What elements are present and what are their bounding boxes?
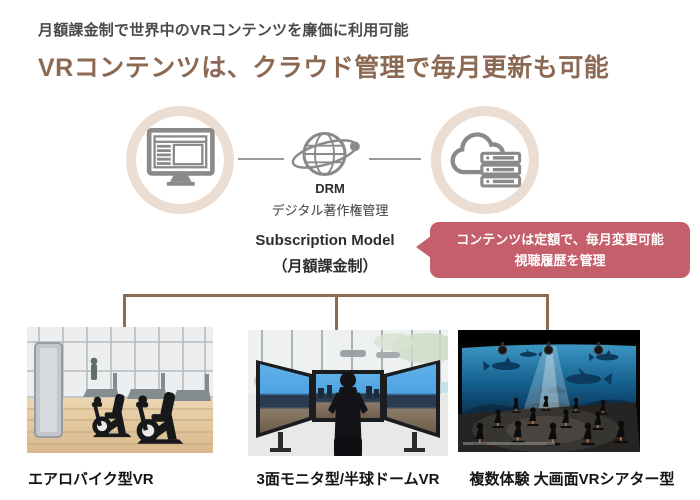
aerobike-vr-photo <box>27 327 213 453</box>
subscription-model-label: Subscription Model <box>255 232 395 249</box>
callout-line2: 視聴履歴を管理 <box>514 253 606 268</box>
callout-line1: コンテンツは定額で、毎月変更可能 <box>456 232 664 247</box>
callout-arrow <box>416 236 431 258</box>
triple-monitor-vr-photo <box>248 330 448 456</box>
subscription-model-sublabel: （月額課金制） <box>272 258 378 275</box>
cloud-server-icon <box>445 125 525 196</box>
content-source-circle <box>126 106 234 214</box>
drm-label: DRM <box>315 181 345 196</box>
photo-caption <box>463 442 555 445</box>
connector-line-left <box>238 158 284 160</box>
product-label-aerobike: エアロバイク型VR <box>28 471 154 488</box>
product-label-triple-monitor: 3面モニタ型/半球ドームVR <box>256 471 440 488</box>
cloud-storage-circle <box>431 106 539 214</box>
globe-network-icon <box>288 119 364 189</box>
slide-title: VRコンテンツは、クラウド管理で毎月更新も可能 <box>38 54 610 82</box>
connector-line-right <box>369 158 421 160</box>
product-label-vr-theater: 複数体験 大画面VRシアター型 <box>469 471 675 488</box>
slide-subtitle: 月額課金制で世界中のVRコンテンツを廉価に利用可能 <box>38 22 409 39</box>
tree-connector-center <box>335 294 338 331</box>
drm-sublabel: デジタル著作権管理 <box>271 203 389 218</box>
monitor-icon <box>143 125 217 196</box>
vr-theater-photo <box>458 330 640 452</box>
callout-box: コンテンツは定額で、毎月変更可能 視聴履歴を管理 <box>430 222 690 278</box>
tree-connector-right <box>546 294 549 331</box>
tree-connector-left <box>123 294 126 328</box>
